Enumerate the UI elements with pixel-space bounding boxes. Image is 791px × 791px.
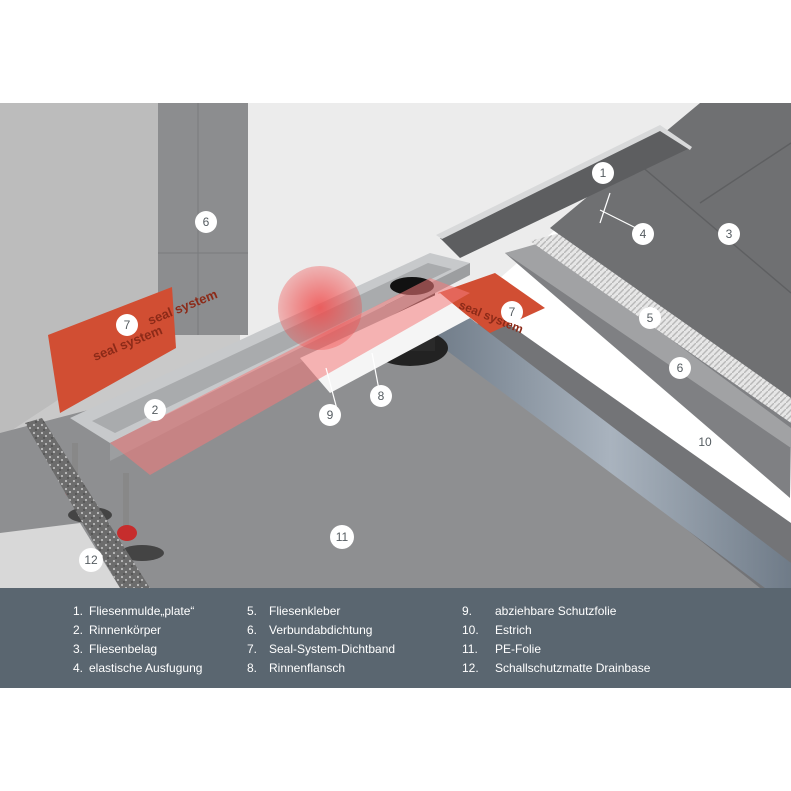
protective-foil-highlight [110, 278, 470, 475]
svg-text:7: 7 [509, 305, 516, 319]
legend-item: 1.Fliesenmulde„plate“ [73, 604, 195, 618]
adjustable-foot [117, 473, 164, 561]
legend-item: 8.Rinnenflansch [247, 661, 346, 675]
svg-text:4: 4 [640, 227, 647, 241]
legend-item: 5.Fliesenkleber [247, 604, 341, 618]
marker-11: 11 [330, 525, 354, 549]
drain-cross-section-diagram: seal system seal system seal system 1 2 … [0, 103, 791, 588]
svg-text:9: 9 [327, 408, 334, 422]
tile-tray-rim [436, 125, 692, 239]
leader-line [325, 367, 339, 414]
svg-text:3: 3 [726, 227, 733, 241]
marker-12: 12 [79, 548, 103, 572]
tile-tray [440, 128, 690, 258]
marker-3: 3 [718, 223, 740, 245]
marker-6-floor: 6 [669, 357, 691, 379]
marker-9: 9 [319, 404, 341, 426]
legend-item: 6.Verbundabdichtung [247, 623, 373, 637]
legend-item: 2.Rinnenkörper [73, 623, 162, 637]
tile-joint [639, 164, 791, 294]
leader-line [599, 209, 637, 229]
marker-4: 4 [632, 223, 654, 245]
svg-text:8: 8 [378, 389, 385, 403]
marker-1: 1 [592, 162, 614, 184]
svg-text:1: 1 [600, 166, 607, 180]
svg-text:5: 5 [647, 311, 654, 325]
seal-band-left [48, 287, 176, 413]
marker-10: 10 [693, 430, 717, 454]
leader-line [599, 192, 611, 224]
highlight-ring [278, 266, 362, 350]
svg-text:6: 6 [203, 215, 210, 229]
drain-channel-inner [92, 263, 452, 433]
marker-8: 8 [370, 385, 392, 407]
svg-text:12: 12 [84, 553, 98, 567]
legend-item: 9.abziehbare Schutzfolie [462, 604, 617, 618]
marker-5: 5 [639, 307, 661, 329]
legend-item: 4.elastische Ausfugung [73, 661, 203, 675]
legend-item: 11.PE-Folie [462, 642, 542, 656]
channel-flange [300, 293, 470, 393]
marker-7-right: 7 [501, 301, 523, 323]
legend-column-2: 5.Fliesenkleber 6.Verbundabdichtung 7.Se… [247, 602, 447, 678]
marker-7-left: 7 [116, 314, 138, 336]
svg-text:2: 2 [152, 403, 159, 417]
drain-pipe [430, 318, 791, 588]
tile-joint [699, 142, 791, 204]
svg-text:7: 7 [124, 318, 131, 332]
marker-2: 2 [144, 399, 166, 421]
legend-column-1: 1.Fliesenmulde„plate“ 2.Rinnenkörper 3.F… [73, 602, 243, 678]
marker-6-pillar: 6 [195, 211, 217, 233]
legend-panel: 1.Fliesenmulde„plate“ 2.Rinnenkörper 3.F… [0, 588, 791, 688]
svg-text:10: 10 [698, 435, 712, 449]
legend-item: 7.Seal-System-Dichtband [247, 642, 396, 656]
floor-tiles [550, 103, 791, 398]
svg-text:6: 6 [677, 361, 684, 375]
svg-text:11: 11 [336, 530, 349, 544]
legend-item: 10.Estrich [462, 623, 532, 637]
sound-insulation-mat [25, 418, 150, 588]
legend-item: 12.Schallschutzmatte Drainbase [462, 661, 651, 675]
membrane-strip [505, 243, 791, 448]
legend-item: 3.Fliesenbelag [73, 642, 158, 656]
adhesive-strip [530, 233, 791, 423]
legend-column-3: 9.abziehbare Schutzfolie 10.Estrich 11.P… [462, 602, 762, 678]
